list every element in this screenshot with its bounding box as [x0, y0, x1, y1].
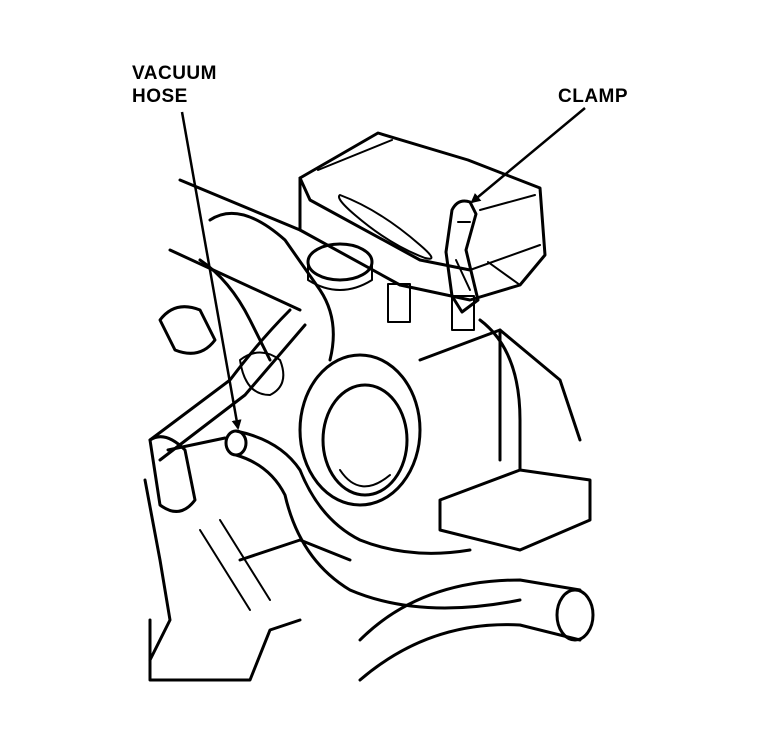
lower-bracket	[148, 519, 302, 682]
oil-filler-cap	[306, 242, 374, 291]
vacuum-hose-leader	[180, 111, 242, 430]
clamp-part	[387, 199, 480, 331]
engine-block	[143, 178, 582, 662]
air-cleaner-housing	[298, 131, 547, 302]
vacuum-hose-part	[148, 308, 522, 610]
radiator-hose	[358, 468, 595, 682]
vacuum-hose-label-line2: HOSE	[132, 86, 188, 107]
pulley	[298, 353, 422, 507]
clamp-leader	[470, 107, 586, 204]
clamp-label: CLAMP	[558, 86, 629, 107]
vacuum-hose-label-line1: VACUUM	[132, 63, 217, 84]
